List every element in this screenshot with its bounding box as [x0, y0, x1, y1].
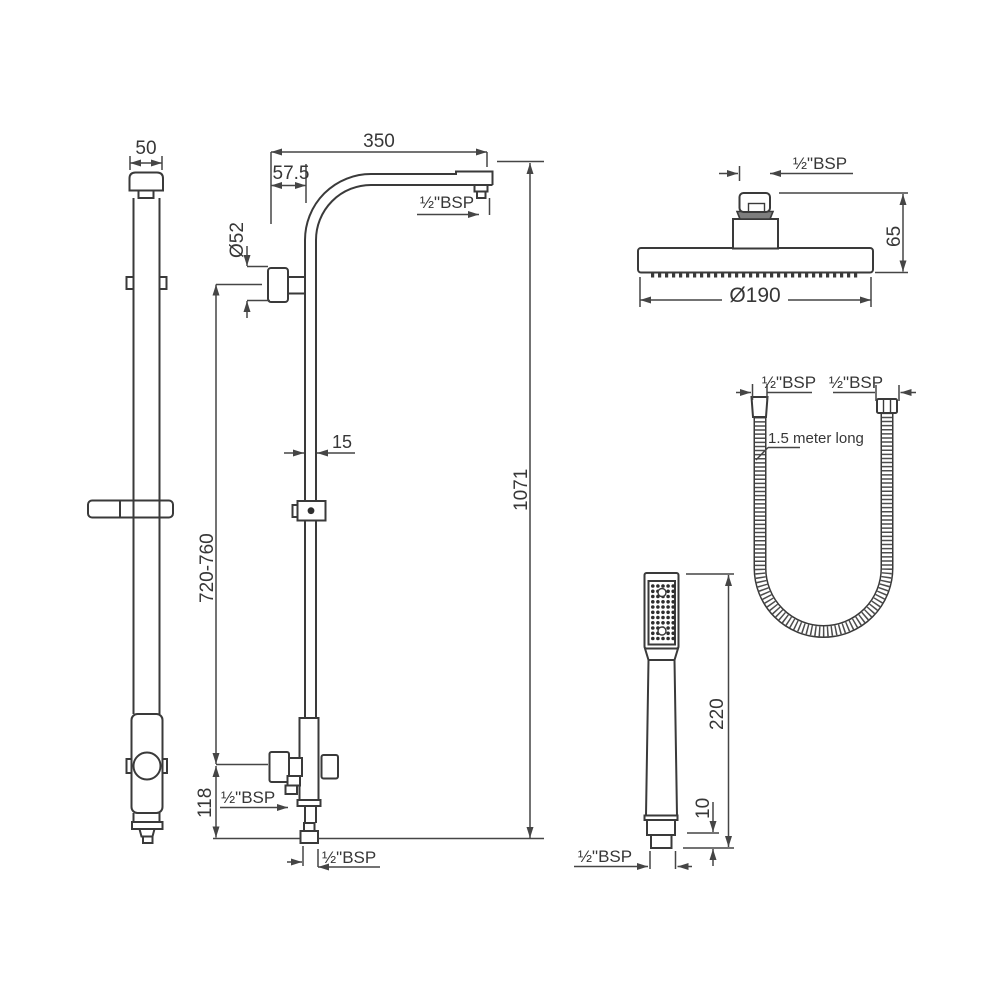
pipe-outer-edge: [304, 170, 494, 718]
diverter-knob-side: [132, 751, 162, 781]
dim-rail-depth: 50: [135, 138, 156, 159]
foot-plate: [131, 821, 164, 830]
overhead-shower-view: ½"BSP 65 Ø190: [637, 154, 908, 307]
leader-line: [755, 446, 769, 461]
dim-hand-length: 220: [707, 698, 728, 730]
dim-head-diameter: Ø190: [729, 284, 780, 307]
hose-left-fitting: [750, 396, 769, 418]
arm-outlet-thread: [476, 190, 487, 199]
dim-overall-height: 1071: [511, 469, 532, 511]
slider-holder-side: [87, 499, 174, 519]
right-knob: [320, 754, 339, 780]
inlet-nut: [738, 192, 771, 213]
inlet-nut-detail: [747, 202, 766, 213]
pipe-inner-edge: [315, 184, 493, 718]
hose-length-note: 1.5 meter long: [768, 430, 864, 447]
dim-arm-offset: 57.5: [273, 163, 310, 184]
face-screw: [657, 587, 667, 598]
head-connector: [732, 218, 779, 250]
label-overhead-thread: ½"BSP: [793, 154, 847, 173]
left-knob: [268, 751, 290, 783]
wall-flange-side: [158, 276, 168, 290]
hose-right-nut: [876, 398, 898, 414]
dim-outlet-spacing: 118: [195, 788, 216, 818]
hand-inlet-thread: [650, 834, 673, 849]
face-screw: [657, 626, 667, 636]
housing-flange: [296, 799, 322, 807]
hand-shower-handle: [644, 659, 679, 817]
column-front-view: 350 57.5 Ø52 720-760 118 15 1071 ½"BSP: [195, 131, 544, 871]
clamp-knob: [307, 507, 315, 515]
handle-cap: [646, 819, 676, 836]
wall-flange: [267, 267, 289, 303]
inlet-nut: [299, 830, 319, 844]
wall-flange-side: [125, 276, 135, 290]
hand-shower-view: 220 10 ½"BSP: [574, 572, 734, 870]
label-hose-right-thread: ½"BSP: [829, 373, 883, 392]
hose-view: ½"BSP ½"BSP 1.5 meter long: [736, 373, 916, 638]
dim-arm-reach: 350: [363, 131, 395, 152]
dim-flange-diameter: Ø52: [227, 222, 248, 258]
dim-hand-thread-length: 10: [693, 798, 714, 819]
wall-flange-stem: [287, 276, 306, 295]
shower-head-disc: [637, 247, 874, 274]
hand-shower-neck: [643, 647, 680, 661]
foot-step: [138, 828, 156, 838]
foot-inlet: [142, 835, 154, 844]
left-knob-stem: [288, 757, 303, 777]
dim-head-height: 65: [884, 226, 905, 247]
label-hand-thread: ½"BSP: [578, 847, 632, 866]
arm-outlet-side: [137, 189, 155, 199]
hose-outlet-upper: [286, 775, 301, 787]
dim-pipe-width: 15: [332, 432, 352, 452]
hose-outlet-lower: [284, 784, 298, 795]
inlet-neck: [303, 822, 316, 832]
dim-adjust-range: 720-760: [197, 533, 218, 603]
spray-dots: [651, 584, 675, 641]
label-inlet-thread: ½"BSP: [322, 848, 376, 867]
label-top-outlet-thread: ½"BSP: [420, 193, 474, 212]
label-hose-left-thread: ½"BSP: [762, 373, 816, 392]
rail-top-cap: [128, 171, 164, 192]
hose-corrugation: [755, 414, 892, 637]
label-hose-outlet-thread: ½"BSP: [221, 788, 275, 807]
column-side-view: 50: [87, 138, 174, 844]
